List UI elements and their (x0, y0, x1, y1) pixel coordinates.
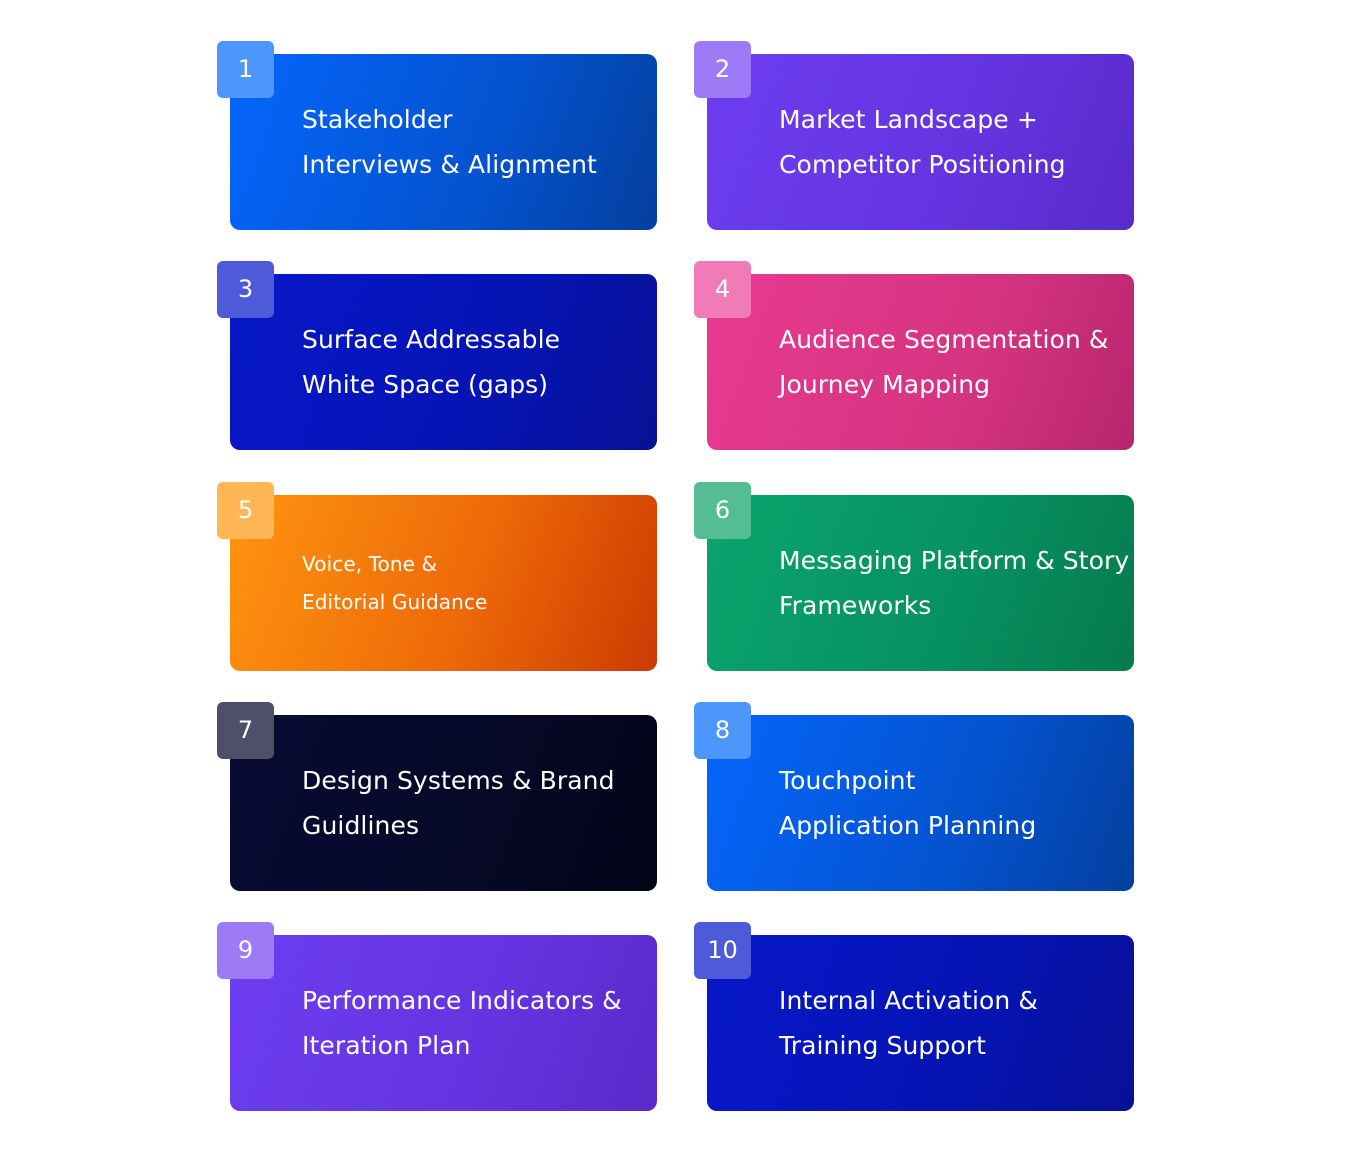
card-title: Market Landscape + Competitor Positionin… (779, 54, 1114, 230)
card-voice-tone: 5 Voice, Tone & Editorial Guidance (217, 482, 657, 671)
step-number-badge: 4 (694, 261, 751, 318)
step-number-badge: 9 (217, 922, 274, 979)
card-messaging-platform: 6 Messaging Platform & Story Frameworks (694, 482, 1134, 671)
card-title: Voice, Tone & Editorial Guidance (302, 495, 637, 671)
step-number-badge: 6 (694, 482, 751, 539)
card-title-line-1: Touchpoint (779, 766, 916, 795)
card-title-line-1: Surface Addressable (302, 325, 561, 354)
step-number-badge: 5 (217, 482, 274, 539)
step-number-badge: 7 (217, 702, 274, 759)
step-number-badge: 1 (217, 41, 274, 98)
card-title-line-2: Competitor Positioning (779, 150, 1066, 179)
card-title-line-2: Application Planning (779, 811, 1037, 840)
card-design-systems: 7 Design Systems & Brand Guidlines (217, 702, 657, 891)
card-title-line-1: Performance Indicators & (302, 986, 622, 1015)
card-market-landscape: 2 Market Landscape + Competitor Position… (694, 41, 1134, 230)
card-stakeholder-interviews: 1 Stakeholder Interviews & Alignment (217, 41, 657, 230)
card-title-line-1: Messaging Platform & Story (779, 546, 1130, 575)
step-number-badge: 10 (694, 922, 751, 979)
card-title-line-2: Iteration Plan (302, 1031, 471, 1060)
card-title: Messaging Platform & Story Frameworks (779, 495, 1130, 671)
card-title: Performance Indicators & Iteration Plan (302, 935, 637, 1111)
step-number-badge: 3 (217, 261, 274, 318)
card-audience-segmentation: 4 Audience Segmentation & Journey Mappin… (694, 261, 1134, 450)
card-title-line-2: Editorial Guidance (302, 590, 488, 614)
card-title-line-2: Guidlines (302, 811, 420, 840)
card-title-line-2: White Space (gaps) (302, 370, 549, 399)
card-touchpoint-planning: 8 Touchpoint Application Planning (694, 702, 1134, 891)
card-title-line-1: Design Systems & Brand (302, 766, 615, 795)
card-title-line-1: Voice, Tone & (302, 552, 438, 576)
card-title-line-2: Journey Mapping (779, 370, 991, 399)
card-title: Internal Activation & Training Support (779, 935, 1114, 1111)
card-title-line-2: Frameworks (779, 591, 932, 620)
card-title-line-1: Stakeholder (302, 105, 453, 134)
card-title-line-1: Internal Activation & (779, 986, 1038, 1015)
card-title-line-2: Interviews & Alignment (302, 150, 597, 179)
card-internal-activation: 10 Internal Activation & Training Suppor… (694, 922, 1134, 1111)
step-number-badge: 2 (694, 41, 751, 98)
card-title-line-1: Market Landscape + (779, 105, 1038, 134)
card-title: Design Systems & Brand Guidlines (302, 715, 637, 891)
card-title: Surface Addressable White Space (gaps) (302, 274, 637, 450)
card-title-line-1: Audience Segmentation & (779, 325, 1109, 354)
card-title: Touchpoint Application Planning (779, 715, 1114, 891)
card-white-space: 3 Surface Addressable White Space (gaps) (217, 261, 657, 450)
step-number-badge: 8 (694, 702, 751, 759)
card-title: Audience Segmentation & Journey Mapping (779, 274, 1114, 450)
card-performance-indicators: 9 Performance Indicators & Iteration Pla… (217, 922, 657, 1111)
card-title-line-2: Training Support (779, 1031, 987, 1060)
card-title: Stakeholder Interviews & Alignment (302, 54, 637, 230)
